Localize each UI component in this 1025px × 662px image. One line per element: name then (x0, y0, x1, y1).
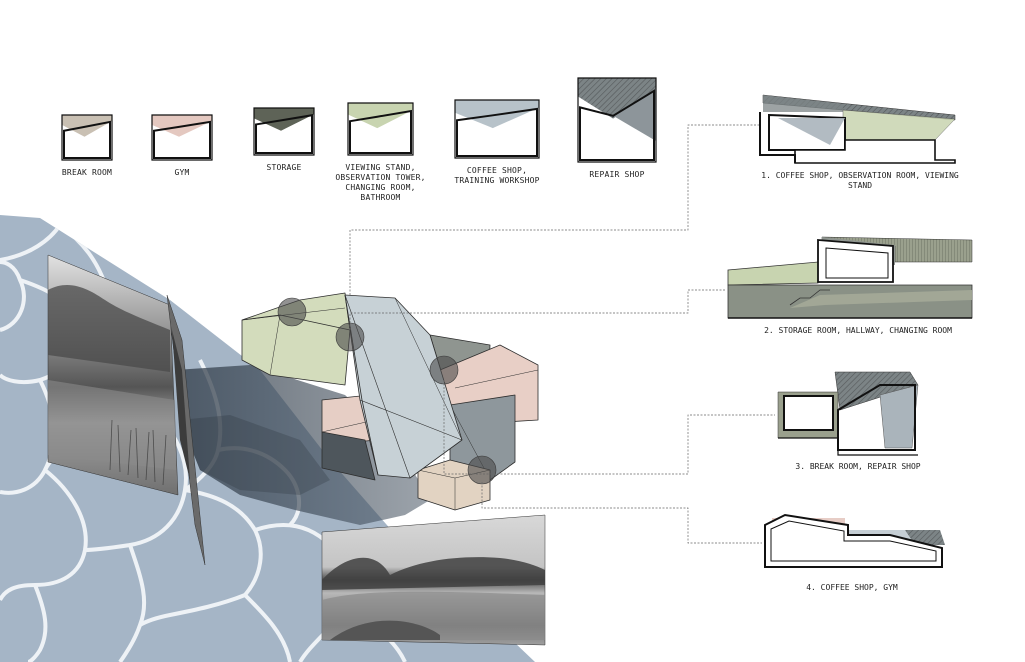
section-2-caption: 2. STORAGE ROOM, HALLWAY, CHANGING ROOM (764, 326, 952, 335)
legend-house-outline (255, 114, 313, 154)
section-4-drawing: 4. COFFEE SHOP, GYM (764, 513, 945, 592)
section-leader-lines (349, 124, 775, 544)
legend-house-outline (349, 109, 412, 154)
legend-label-line: REPAIR SHOP (589, 170, 644, 179)
legend: BREAK ROOM GYM STORAGE VIEWING STAND,OBSERV… (61, 77, 657, 202)
legend-item-1: BREAK ROOM (61, 114, 113, 177)
legend-label-line: BATHROOM (360, 193, 400, 202)
volume-repair-shop (449, 394, 516, 481)
legend-swatch (578, 78, 656, 119)
legend-item-4: VIEWING STAND,OBSERVATION TOWER,CHANGING… (335, 102, 425, 202)
legend-label-line: COFFEE SHOP, (467, 166, 527, 175)
section-3-caption: 3. BREAK ROOM, REPAIR SHOP (795, 462, 920, 471)
section-3-drawing: 3. BREAK ROOM, REPAIR SHOP (777, 371, 921, 471)
legend-house-outline (579, 89, 655, 161)
section-1-caption-line-2: STAND (848, 181, 872, 190)
legend-item-3: STORAGE (253, 107, 315, 172)
legend-label-line: OBSERVATION TOWER, (335, 173, 425, 182)
legend-label-line: VIEWING STAND, (345, 163, 415, 172)
legend-item-6: REPAIR SHOP (577, 77, 657, 179)
legend-label-line: STORAGE (266, 163, 301, 172)
legend-house-outline (456, 107, 538, 157)
legend-item-2: GYM (151, 114, 213, 177)
site-photo-bottom (321, 514, 546, 646)
site-photo-left (47, 254, 179, 496)
legend-label-line: BREAK ROOM (62, 168, 112, 177)
section-marker-4[interactable] (467, 455, 497, 485)
section-marker-2[interactable] (335, 322, 365, 352)
building-shadow (175, 365, 430, 525)
section-marker-1[interactable] (277, 297, 307, 327)
volume-viewing-stand (241, 292, 351, 386)
section-1-drawing: 1. COFFEE SHOP, OBSERVATION ROOM, VIEWIN… (759, 94, 959, 190)
legend-house-outline (153, 120, 211, 159)
site-photo-strip (166, 294, 206, 566)
legend-item-5: COFFEE SHOP,TRAINING WORKSHOP (454, 99, 540, 185)
section-4-caption: 4. COFFEE SHOP, GYM (806, 583, 898, 592)
section-markers (277, 297, 497, 485)
section-1-caption-line-1: 1. COFFEE SHOP, OBSERVATION ROOM, VIEWIN… (761, 171, 959, 180)
volume-coffee-shop (344, 294, 463, 479)
legend-label-line: TRAINING WORKSHOP (454, 176, 539, 185)
legend-label-line: GYM (174, 168, 189, 177)
legend-label-line: CHANGING ROOM, (345, 183, 415, 192)
section-2-drawing: 2. STORAGE ROOM, HALLWAY, CHANGING ROOM (727, 236, 973, 335)
section-marker-3[interactable] (429, 355, 459, 385)
legend-house-outline (63, 120, 111, 159)
